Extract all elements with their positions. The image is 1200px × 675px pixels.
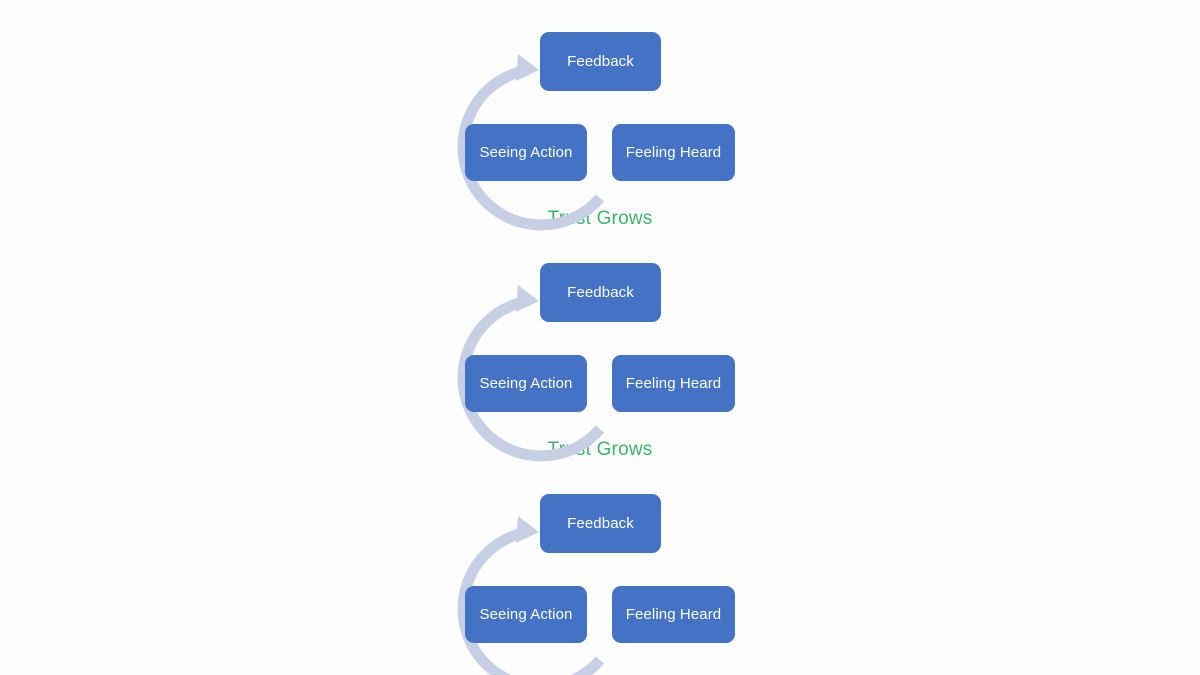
arrowhead-icon <box>516 516 539 543</box>
cycle-diagram-3: Feedback Seeing Action Feeling Heard <box>440 470 760 675</box>
node-seeing-action-label: Seeing Action <box>479 606 573 623</box>
arrowhead-icon <box>516 54 539 81</box>
node-feeling-heard-label: Feeling Heard <box>625 375 722 392</box>
arc-path <box>457 295 605 462</box>
node-feeling-heard[interactable]: Feeling Heard <box>612 124 735 181</box>
node-feeling-heard-label: Feeling Heard <box>625 144 722 161</box>
cycle-diagram-1: Feedback Seeing Action Feeling Heard <box>440 8 760 231</box>
node-feedback[interactable]: Feedback <box>540 32 661 91</box>
cycle-arrow-arc-1 <box>457 54 605 231</box>
node-feedback-label: Feedback <box>567 53 634 70</box>
cycle-diagram-2: Feedback Seeing Action Feeling Heard <box>440 239 760 462</box>
cycle-arrow-arc-2 <box>457 285 605 462</box>
cycle-arrow-arc-3 <box>457 516 605 675</box>
arrowhead-icon <box>516 285 539 312</box>
cycle-group-1: Feedback Seeing Action Feeling Heard Tru… <box>440 8 760 253</box>
arc-path <box>457 526 605 675</box>
cycle-group-3: Feedback Seeing Action Feeling Heard <box>440 470 760 675</box>
node-feedback[interactable]: Feedback <box>540 263 661 322</box>
node-seeing-action[interactable]: Seeing Action <box>465 586 587 643</box>
node-feeling-heard-label: Feeling Heard <box>625 606 722 623</box>
node-feeling-heard[interactable]: Feeling Heard <box>612 586 735 643</box>
node-feedback[interactable]: Feedback <box>540 494 661 553</box>
node-seeing-action[interactable]: Seeing Action <box>465 355 587 412</box>
node-feedback-label: Feedback <box>567 284 634 301</box>
node-seeing-action-label: Seeing Action <box>479 375 573 392</box>
arc-path <box>457 64 605 231</box>
cycle-group-2: Feedback Seeing Action Feeling Heard Tru… <box>440 239 760 484</box>
node-feeling-heard[interactable]: Feeling Heard <box>612 355 735 412</box>
node-seeing-action[interactable]: Seeing Action <box>465 124 587 181</box>
node-feedback-label: Feedback <box>567 515 634 532</box>
node-seeing-action-label: Seeing Action <box>479 144 573 161</box>
